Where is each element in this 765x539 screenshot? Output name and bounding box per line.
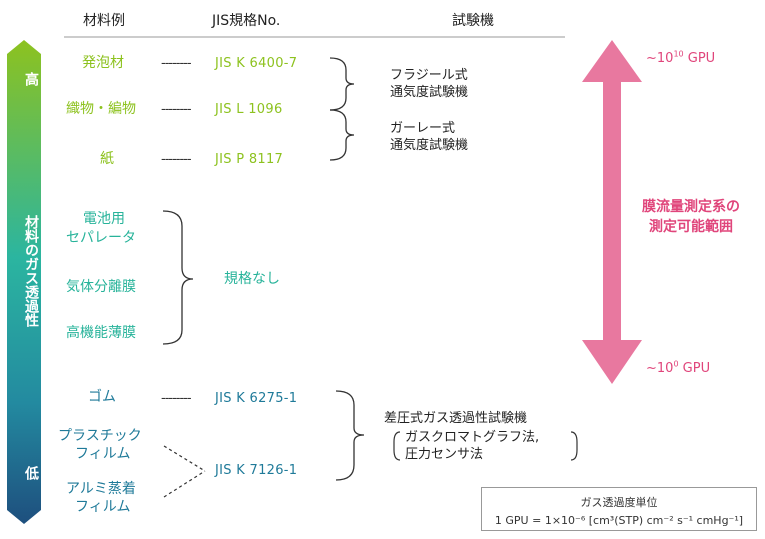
jis-film: JIS K 7126-1: [215, 463, 298, 478]
tester-method-pressure-sensor: 圧力センサ法: [405, 447, 484, 462]
jis-rubber: JIS K 6275-1: [215, 391, 298, 406]
header-jis-standard: JIS規格No.: [212, 13, 281, 29]
range-description: 膜流量測定系の 測定可能範囲: [642, 197, 740, 237]
range-top-prefix: ~10: [646, 51, 674, 66]
jis-woven: JIS L 1096: [215, 102, 283, 117]
tester-frazier-line2: 通気度試験機: [390, 85, 469, 100]
material-rubber: ゴム: [88, 389, 116, 405]
connector-paper: --------: [161, 152, 192, 167]
material-battery-separator-line2: セパレータ: [66, 230, 136, 246]
axis-title: 材料のガス透過性: [23, 215, 39, 327]
material-plastic-film-line1: プラスチック: [58, 428, 142, 444]
tester-gurley: ガーレー式 通気度試験機: [390, 120, 468, 154]
range-description-line2: 測定可能範囲: [649, 219, 733, 235]
header-material-example: 材料例: [83, 13, 125, 29]
jis-none: 規格なし: [224, 271, 280, 287]
tester-diff-pressure: 差圧式ガス透過性試験機: [384, 411, 528, 426]
range-bottom-unit: GPU: [678, 361, 711, 376]
jis-paper: JIS P 8117: [215, 152, 284, 167]
range-bottom-label: ~100 GPU: [646, 359, 711, 376]
gpu-unit-title: ガス透過度単位: [580, 496, 658, 509]
tester-diff-methods: ガスクロマトグラフ法, 圧力センサ法: [405, 429, 539, 463]
range-description-line1: 膜流量測定系の: [642, 199, 740, 215]
tester-gurley-line1: ガーレー式: [390, 121, 456, 136]
axis-low-label: 低: [23, 466, 39, 480]
range-bottom-prefix: ~10: [646, 361, 674, 376]
material-plastic-film-line2: フィルム: [75, 446, 131, 462]
material-aluminum-film-line1: アルミ蒸着: [66, 481, 136, 497]
tester-frazier: フラジール式 通気度試験機: [390, 67, 468, 101]
material-high-function: 高機能薄膜: [66, 325, 136, 341]
material-battery-separator-line1: 電池用: [83, 211, 125, 227]
gpu-unit-definition: 1 GPU = 1×10⁻⁶ [cm³(STP) cm⁻² s⁻¹ cmHg⁻¹…: [494, 514, 744, 527]
material-woven: 織物・編物: [66, 101, 136, 117]
axis-high-label: 高: [23, 72, 39, 86]
material-foam: 発泡材: [82, 55, 124, 71]
jis-foam: JIS K 6400-7: [215, 56, 298, 71]
header-tester: 試験機: [452, 13, 494, 29]
range-top-unit: GPU: [683, 51, 716, 66]
range-top-exponent: 10: [673, 49, 684, 59]
connector-woven: --------: [161, 102, 192, 117]
tester-frazier-line1: フラジール式: [390, 68, 468, 83]
connector-rubber: --------: [161, 391, 192, 406]
tester-gurley-line2: 通気度試験機: [390, 138, 469, 153]
permeability-gradient-arrow: [7, 40, 41, 524]
material-aluminum-film-line2: フィルム: [75, 499, 131, 515]
connector-foam: --------: [161, 56, 192, 71]
range-bottom-exponent: 0: [673, 359, 679, 369]
range-top-label: ~1010 GPU: [646, 49, 716, 66]
material-paper: 紙: [100, 151, 114, 167]
tester-method-gc: ガスクロマトグラフ法,: [405, 430, 540, 445]
gpu-unit-box: ガス透過度単位 1 GPU = 1×10⁻⁶ [cm³(STP) cm⁻² s⁻…: [481, 487, 757, 531]
material-gas-separation: 気体分離膜: [66, 279, 136, 295]
